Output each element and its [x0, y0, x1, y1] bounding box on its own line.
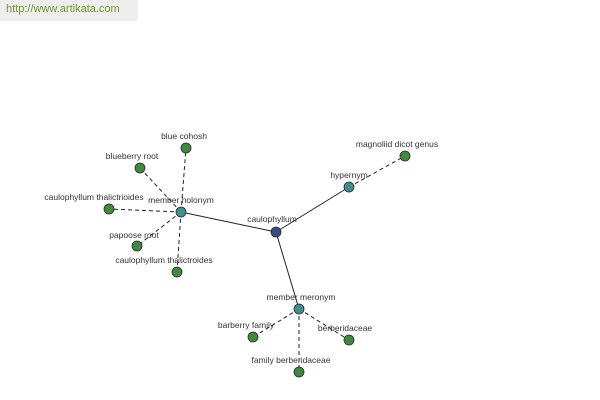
edge-caulophyllum-hypernym: [275, 186, 350, 233]
label-berberidaceae[interactable]: berberidaceae: [318, 323, 373, 333]
url-banner: http://www.artikata.com: [0, 0, 138, 21]
node-papoose-root[interactable]: [131, 240, 143, 252]
node-blueberry-root[interactable]: [134, 162, 146, 174]
source-link[interactable]: http://www.artikata.com: [6, 3, 120, 15]
node-barberry-family[interactable]: [247, 331, 259, 343]
edge-caulophyllum-member-holonym: [180, 211, 277, 233]
node-caulophyllum-thalictrioides[interactable]: [103, 203, 115, 215]
node-hypernym[interactable]: [343, 181, 355, 193]
edge-caulophyllum-member-meronym: [275, 231, 300, 310]
node-family-berberidaceae[interactable]: [293, 366, 305, 378]
node-member-holonym[interactable]: [175, 206, 187, 218]
node-blue-cohosh[interactable]: [180, 142, 192, 154]
edge-member-meronym-berberidaceae: [298, 308, 350, 341]
label-barberry-family[interactable]: barberry family: [218, 320, 275, 330]
node-member-meronym[interactable]: [293, 303, 305, 315]
edge-member-holonym-caulophyllum-thalictrioides: [108, 208, 182, 213]
label-blue-cohosh[interactable]: blue cohosh: [161, 131, 207, 141]
label-family-berberidaceae[interactable]: family berberidaceae: [252, 355, 331, 365]
node-berberidaceae[interactable]: [343, 334, 355, 346]
edge-member-holonym-blueberry-root: [139, 167, 182, 213]
label-member-meronym[interactable]: member meronym: [267, 292, 336, 302]
node-caulophyllum-thalictroides[interactable]: [171, 266, 183, 278]
edge-member-holonym-blue-cohosh: [180, 147, 187, 213]
label-caulophyllum[interactable]: caulophyllum: [247, 214, 297, 224]
label-caulophyllum-thalictrioides[interactable]: caulophyllum thalictrioides: [44, 192, 143, 202]
edge-member-holonym-caulophyllum-thalictroides: [176, 211, 182, 273]
label-member-holonym[interactable]: member holonym: [148, 195, 214, 205]
node-caulophyllum[interactable]: [270, 226, 282, 238]
label-caulophyllum-thalictroides[interactable]: caulophyllum thalictroides: [115, 255, 212, 265]
label-papoose-root[interactable]: papoose root: [109, 230, 159, 240]
edge-hypernym-magnoliid-dicot-genus: [348, 155, 406, 188]
label-hypernym[interactable]: hypernym: [330, 170, 367, 180]
node-magnoliid-dicot-genus[interactable]: [399, 150, 411, 162]
label-blueberry-root[interactable]: blueberry root: [106, 151, 159, 161]
label-magnoliid-dicot-genus[interactable]: magnoliid dicot genus: [356, 139, 438, 149]
edge-member-meronym-barberry-family: [252, 308, 300, 338]
edge-member-holonym-papoose-root: [136, 211, 182, 247]
